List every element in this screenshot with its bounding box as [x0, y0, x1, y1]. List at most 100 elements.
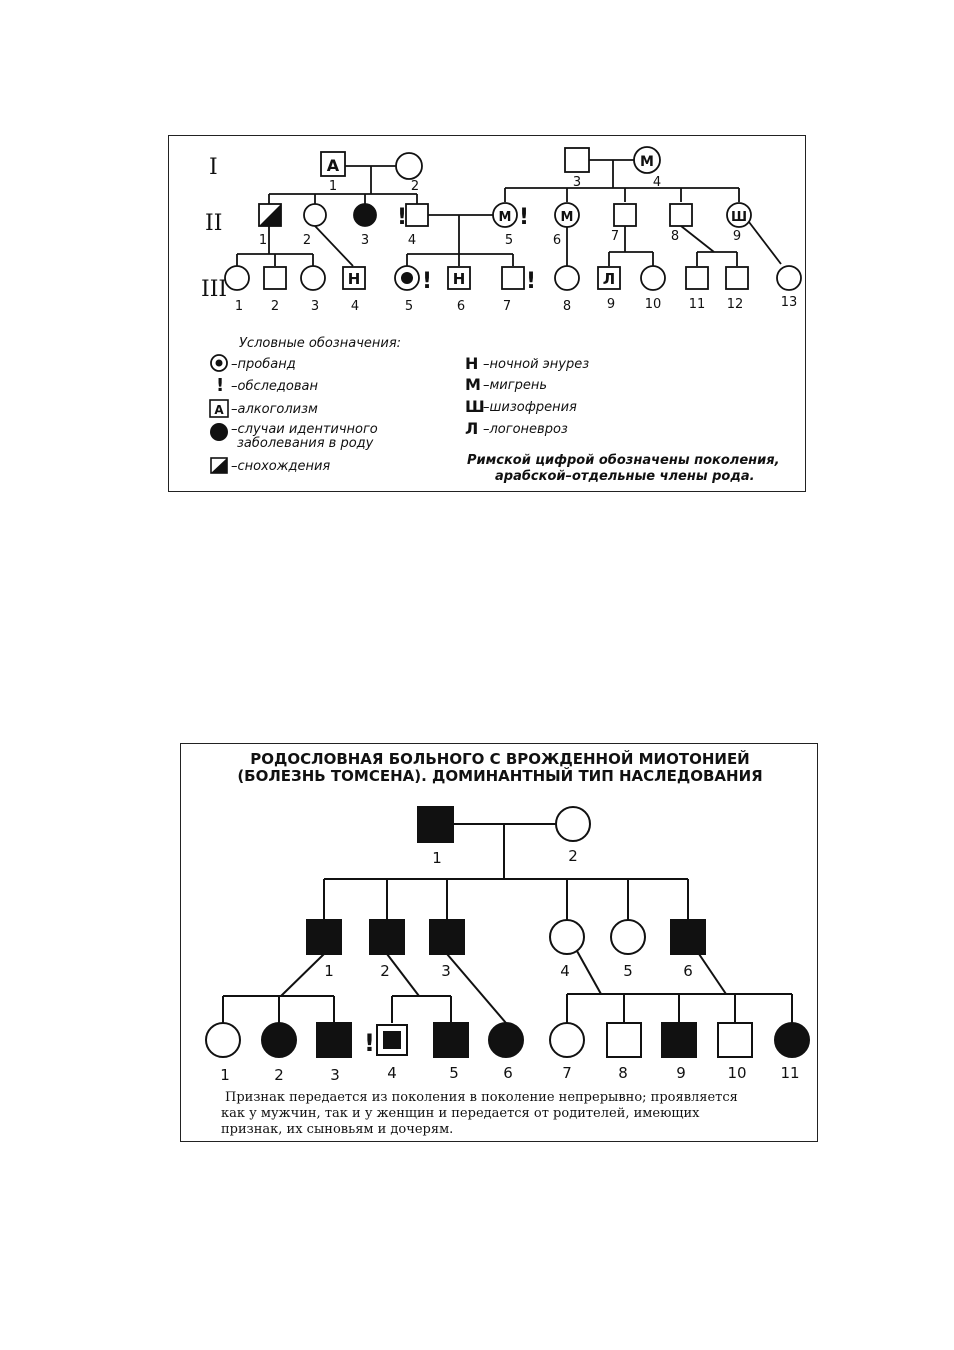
p2-g3-num-4: 4 [387, 1064, 397, 1082]
g3-female-5 [394, 265, 420, 291]
p2-g1-female-2 [555, 806, 591, 842]
p2-g3-num-9: 9 [676, 1064, 686, 1082]
g3-num-3: 3 [311, 299, 319, 314]
migraine-mark-ii6: М [561, 210, 574, 225]
p2-exam-mark: ! [364, 1029, 375, 1057]
pedigree-panel-2: РОДОСЛОВНАЯ БОЛЬНОГО С ВРОЖДЕННОЙ МИОТОН… [180, 743, 818, 1142]
g2-num-2: 2 [303, 233, 311, 248]
legend-l-text: –логоневроз [483, 422, 568, 437]
p2-g1-num-1: 1 [432, 849, 442, 867]
g2-female-9 [726, 202, 752, 228]
g3-female-1 [224, 265, 250, 291]
p2-g3-female-11 [774, 1022, 810, 1058]
p2-g3-num-10: 10 [727, 1064, 746, 1082]
p2-g2-male-2 [369, 919, 405, 955]
g3-female-3 [300, 265, 326, 291]
g1-female-2 [395, 152, 423, 180]
exam-mark-iii7: ! [526, 269, 536, 294]
pedigree-2-title-2: (БОЛЕЗНЬ ТОМСЕНА). ДОМИНАНТНЫЙ ТИП НАСЛЕ… [237, 766, 762, 785]
legend-m-key: М [465, 375, 481, 394]
g1-male-3 [564, 147, 590, 173]
legend-l-key: Л [465, 419, 478, 438]
exam-mark-ii4: ! [397, 205, 407, 230]
generation-III: III [201, 277, 227, 302]
p2-g3-female-7 [549, 1022, 585, 1058]
p2-g2-num-4: 4 [560, 962, 570, 980]
legend-m-text: –мигрень [483, 378, 547, 393]
pedigree-panel-1: А М М М Ш Н Н Л ! ! ! ! I II III 1 2 3 4… [168, 135, 806, 492]
legend-sh-text: –шизофрения [483, 400, 577, 415]
p2-g2-male-6 [670, 919, 706, 955]
g3-female-10 [640, 265, 666, 291]
p2-g2-male-3 [429, 919, 465, 955]
p2-g3-female-6 [488, 1022, 524, 1058]
g3-female-13 [776, 265, 802, 291]
p2-g1-male-1 [417, 806, 454, 843]
g2-num-4: 4 [408, 233, 416, 248]
enuresis-mark-iii6: Н [453, 270, 466, 288]
alcohol-mark: А [327, 156, 340, 175]
legend-examined: –обследован [231, 379, 318, 394]
g3-female-8 [554, 265, 580, 291]
exam-mark-iii5: ! [422, 269, 432, 294]
legend-note-2: арабской–отдельные члены рода. [495, 469, 755, 484]
p2-g3-male-10 [717, 1022, 753, 1058]
p2-caption-3: признак, их сыновьям и дочерям. [221, 1122, 453, 1137]
g2-num-5: 5 [505, 233, 513, 248]
g1-num-3: 3 [573, 175, 581, 190]
g2-male-8 [669, 203, 693, 227]
g2-female-2 [303, 203, 327, 227]
p2-g2-female-5 [610, 919, 646, 955]
g3-male-9 [597, 266, 621, 290]
g3-male-12 [725, 266, 749, 290]
legend-sleepwalking: –снохождения [231, 459, 330, 474]
legend-title: Условные обозначения: [239, 336, 401, 351]
pedigree-2-title-1: РОДОСЛОВНАЯ БОЛЬНОГО С ВРОЖДЕННОЙ МИОТОН… [250, 749, 750, 768]
g3-num-7: 7 [503, 299, 511, 314]
g3-num-11: 11 [689, 297, 706, 312]
p2-g2-female-4 [549, 919, 585, 955]
legend-alcohol-icon [209, 399, 229, 418]
g3-num-8: 8 [563, 299, 571, 314]
generation-II: II [205, 211, 222, 236]
migraine-mark-ii5: М [499, 210, 512, 225]
g2-num-7: 7 [611, 229, 619, 244]
p2-g2-num-5: 5 [623, 962, 633, 980]
p2-g3-num-11: 11 [780, 1064, 799, 1082]
p2-g3-male-4 [376, 1024, 408, 1056]
legend-examined-icon: ! [216, 375, 224, 396]
legend-n-key: Н [465, 354, 478, 373]
exam-mark-ii5: ! [519, 205, 529, 230]
pedigree-2-diagram: РОДОСЛОВНАЯ БОЛЬНОГО С ВРОЖДЕННОЙ МИОТОН… [205, 749, 810, 1137]
p2-g2-num-3: 3 [441, 962, 451, 980]
g3-num-1: 1 [235, 299, 243, 314]
p2-g2-num-1: 1 [324, 962, 334, 980]
p2-g3-num-2: 2 [274, 1066, 284, 1084]
legend-identical-2: заболевания в роду [237, 436, 374, 451]
migraine-mark-i4: М [640, 154, 654, 170]
g2-num-6: 6 [553, 233, 561, 248]
legend-sh-key: Ш [465, 397, 485, 416]
p2-caption-2: как у мужчин, так и у женщин и передаетс… [221, 1106, 700, 1121]
g1-num-2: 2 [411, 179, 419, 194]
legend-identical: –случаи идентичного [231, 422, 378, 437]
g2-male-7 [613, 203, 637, 227]
p2-g3-num-6: 6 [503, 1064, 513, 1082]
g3-male-2 [263, 266, 287, 290]
g3-male-6 [447, 266, 471, 290]
g2-num-3: 3 [361, 233, 369, 248]
legend-identical-icon [210, 423, 228, 441]
svg-text:А: А [214, 403, 224, 417]
g3-male-7 [501, 266, 525, 290]
g3-male-11 [685, 266, 709, 290]
g1-male-1 [320, 151, 346, 177]
g1-num-1: 1 [329, 179, 337, 194]
g3-num-10: 10 [645, 297, 662, 312]
logoneurosis-mark-iii9: Л [603, 270, 615, 288]
pedigree-1-diagram: А М М М Ш Н Н Л ! ! ! ! I II III 1 2 3 4… [201, 146, 802, 484]
legend-note-1: Римской цифрой обозначены поколения, [467, 453, 780, 468]
g3-num-13: 13 [781, 295, 798, 310]
p2-g3-num-8: 8 [618, 1064, 628, 1082]
p2-g3-male-3 [316, 1022, 352, 1058]
g3-num-4: 4 [351, 299, 359, 314]
